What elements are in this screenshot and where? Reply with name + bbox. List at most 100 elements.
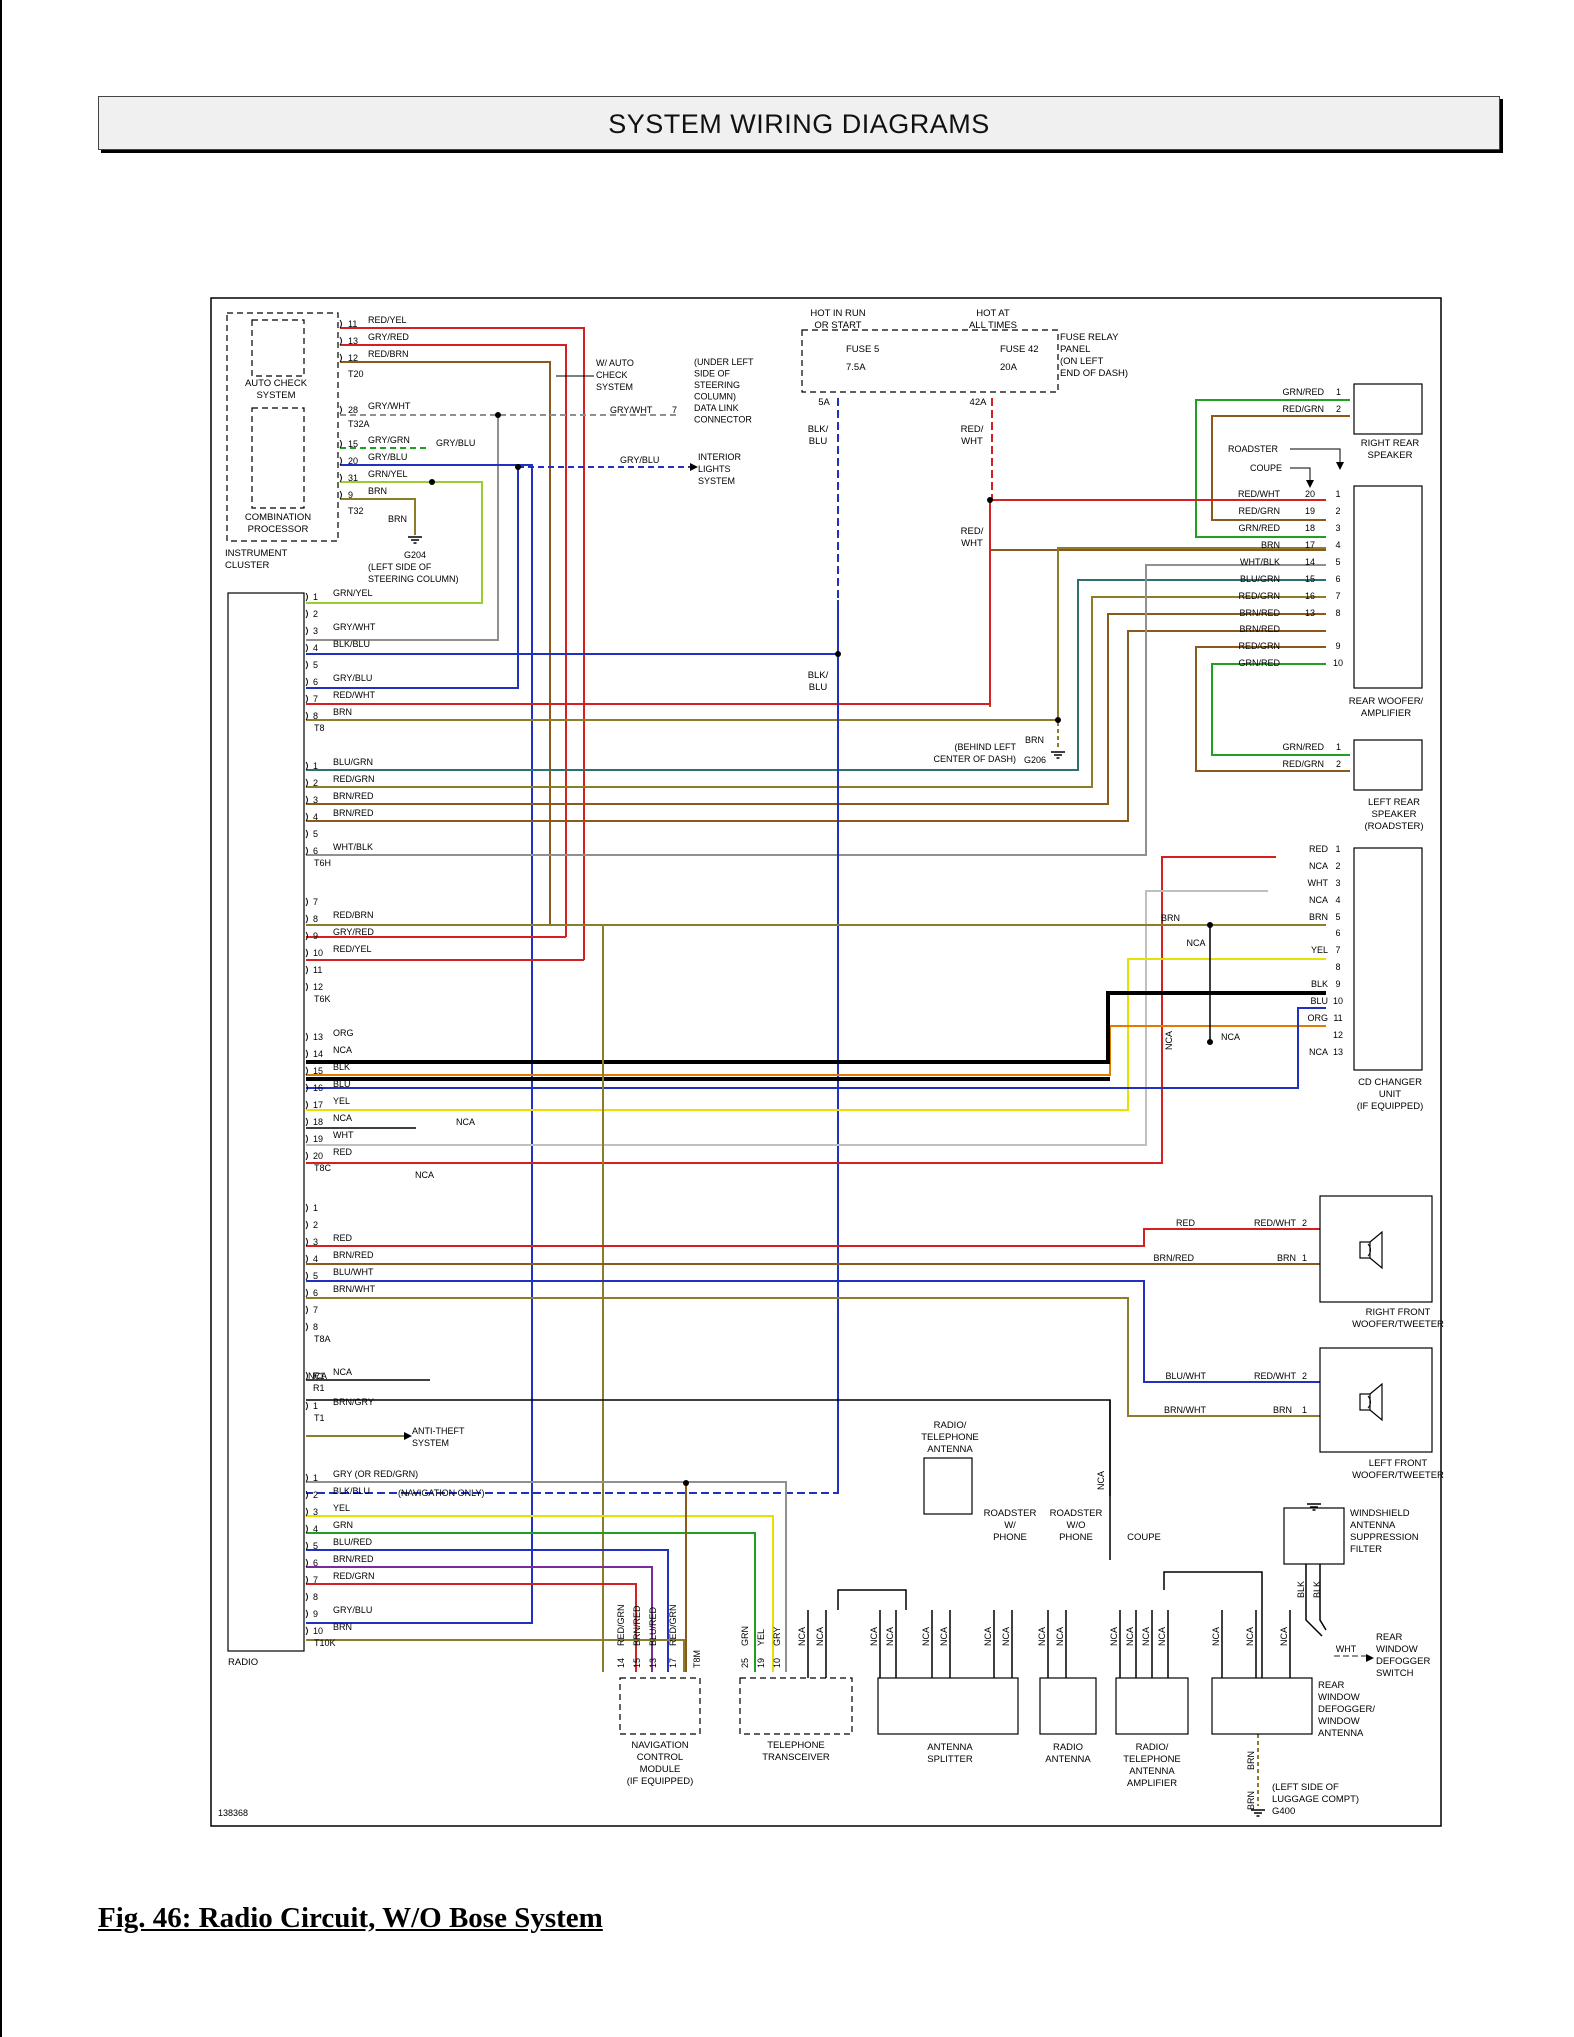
label: 1 <box>1335 844 1340 854</box>
figure-caption: Fig. 46: Radio Circuit, W/O Bose System <box>98 1902 603 1934</box>
label: BRN/RED <box>333 1250 374 1260</box>
label: 6 <box>1335 928 1340 938</box>
connector-pin-icon <box>339 473 342 483</box>
label: BRN/RED <box>1239 608 1280 618</box>
label: 5A <box>818 397 830 408</box>
label: BLK <box>333 1062 350 1072</box>
label: INTERIOR <box>698 452 742 462</box>
label: BLU <box>809 682 828 693</box>
connector-pin-icon <box>305 1288 308 1298</box>
arrow-down-icon <box>1306 480 1314 488</box>
speaker-icon <box>1369 1230 1383 1270</box>
label: 4 <box>1335 540 1340 550</box>
connector-pin-icon <box>305 1401 308 1411</box>
speaker-coil-icon <box>1367 1395 1371 1409</box>
label: NAVIGATION <box>631 1740 688 1751</box>
wire-org-cd <box>306 1025 1326 1076</box>
label: LUGGAGE COMPT) <box>1272 1794 1359 1805</box>
label: BRN <box>1246 1791 1256 1810</box>
label: NCA <box>1096 1471 1106 1490</box>
label: SYSTEM <box>698 476 735 486</box>
connector-pin-icon <box>305 1271 308 1281</box>
wire-blu-wht-lf <box>306 1280 1320 1383</box>
label: G204 <box>404 550 426 560</box>
radio-telephone-antenna <box>923 1457 973 1515</box>
connector-pin-icon <box>305 1541 308 1551</box>
label: 11 <box>348 319 357 329</box>
label: 14 <box>313 1049 323 1059</box>
label: T8A <box>314 1334 331 1344</box>
label: RED/GRN <box>1238 641 1280 651</box>
wire-red-grn-rr <box>1211 415 1350 521</box>
label: RED/GRN <box>1238 591 1280 601</box>
page-title: SYSTEM WIRING DIAGRAMS <box>608 109 990 139</box>
label: 11 <box>1333 1013 1342 1023</box>
label: AMPLIFIER <box>1127 1778 1177 1789</box>
label: BLU/WHT <box>333 1267 374 1277</box>
wire-brn-ground <box>340 498 416 535</box>
label: 7 <box>1335 591 1340 601</box>
arrow-right-icon <box>690 463 698 471</box>
fuse-relay-panel <box>801 329 1059 393</box>
wire-gry-tel <box>306 1481 787 1672</box>
label: PROCESSOR <box>248 524 309 535</box>
label: 10 <box>313 948 323 958</box>
connector-pin-icon <box>305 1305 308 1315</box>
label: 2 <box>1336 759 1341 769</box>
label: NCA <box>1211 1627 1221 1646</box>
label: 1 <box>1336 387 1341 397</box>
label: T32 <box>348 506 364 516</box>
label: 19 <box>1305 506 1315 516</box>
label: T8C <box>314 1163 332 1173</box>
label: G206 <box>1024 755 1046 765</box>
connector-pin-icon <box>305 761 308 771</box>
label: 15 <box>313 1066 323 1076</box>
label: NCA <box>797 1627 807 1646</box>
label: GRY/WHT <box>610 405 653 415</box>
label: 1 <box>1336 742 1341 752</box>
label: 42A <box>970 397 988 408</box>
label: WHT/BLK <box>333 842 373 852</box>
label: BRN/RED <box>333 808 374 818</box>
label: BLU/GRN <box>1240 574 1280 584</box>
label: G400 <box>1272 1806 1295 1817</box>
label: 1 <box>1335 489 1340 499</box>
label: 3 <box>313 1507 318 1517</box>
splice-dot <box>1055 717 1061 723</box>
label: 19 <box>313 1134 323 1144</box>
label: 9 <box>313 1609 318 1619</box>
label: ANTENNA <box>1350 1520 1396 1531</box>
label: 2 <box>313 778 318 788</box>
label: R1 <box>313 1371 325 1381</box>
connector-pin-icon <box>305 592 308 602</box>
label: GRY/WHT <box>368 401 411 411</box>
label: ORG <box>1307 1013 1328 1023</box>
label: 1 <box>313 761 318 771</box>
label: NCA <box>939 1627 949 1646</box>
connector-pin-icon <box>305 1151 308 1161</box>
label: GRN/YEL <box>333 588 373 598</box>
label: 1 <box>313 1401 318 1411</box>
label: CONNECTOR <box>694 415 752 425</box>
connector-pin-icon <box>305 1371 308 1381</box>
label: BRN/RED <box>1153 1253 1194 1263</box>
label: RED/WHT <box>1238 489 1280 499</box>
telephone-transceiver <box>739 1677 853 1735</box>
label: 10 <box>1333 996 1343 1006</box>
connector-pin-icon <box>305 948 308 958</box>
label: WHT <box>333 1130 354 1140</box>
label: BLU <box>1310 996 1328 1006</box>
connector-pin-icon <box>305 694 308 704</box>
label: 2 <box>1335 861 1340 871</box>
connector-pin-icon <box>305 1032 308 1042</box>
label: GRY/BLU <box>368 452 407 462</box>
label: (IF EQUIPPED) <box>627 1776 694 1787</box>
label: 1 <box>313 1473 318 1483</box>
label: 15 <box>632 1658 642 1668</box>
label: 13 <box>648 1658 658 1668</box>
label: BLU <box>333 1079 351 1089</box>
label: PANEL <box>1060 344 1090 355</box>
label: BLU/RED <box>648 1606 658 1646</box>
label: BRN <box>1161 913 1180 923</box>
label: BRN <box>333 1622 352 1632</box>
